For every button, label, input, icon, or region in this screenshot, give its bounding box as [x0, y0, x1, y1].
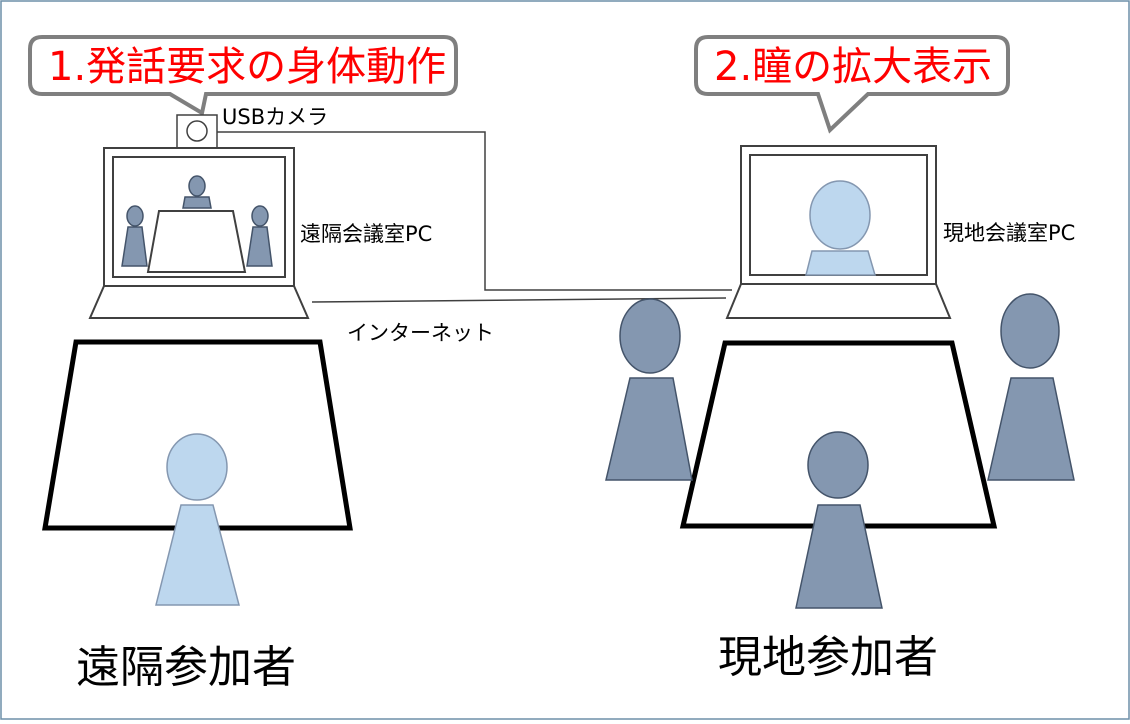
callout-step2	[694, 35, 1010, 134]
local-screen-enlarged-participant	[805, 180, 876, 276]
remote-participant-figure	[155, 433, 240, 606]
usb-camera-label: USBカメラ	[222, 105, 328, 129]
callout-step2-text: 2.瞳の拡大表示	[714, 44, 992, 90]
remote-screen-meeting-view	[121, 175, 273, 273]
local-participant-left	[605, 298, 693, 481]
callout-step1	[28, 35, 458, 117]
remote-pc-label: 遠隔会議室PC	[300, 222, 432, 246]
usb-camera-icon	[176, 114, 218, 149]
internet-label: インターネット	[347, 321, 494, 345]
remote-participant-label: 遠隔参加者	[76, 642, 296, 693]
local-participant-right	[987, 293, 1075, 481]
internet-line	[311, 297, 727, 303]
local-pc-label: 現地会議室PC	[943, 221, 1075, 245]
local-participants-label: 現地参加者	[718, 632, 938, 683]
usb-cable-line	[215, 131, 732, 291]
callout-step1-text: 1.発話要求の身体動作	[48, 44, 446, 90]
local-participant-front	[795, 431, 883, 609]
